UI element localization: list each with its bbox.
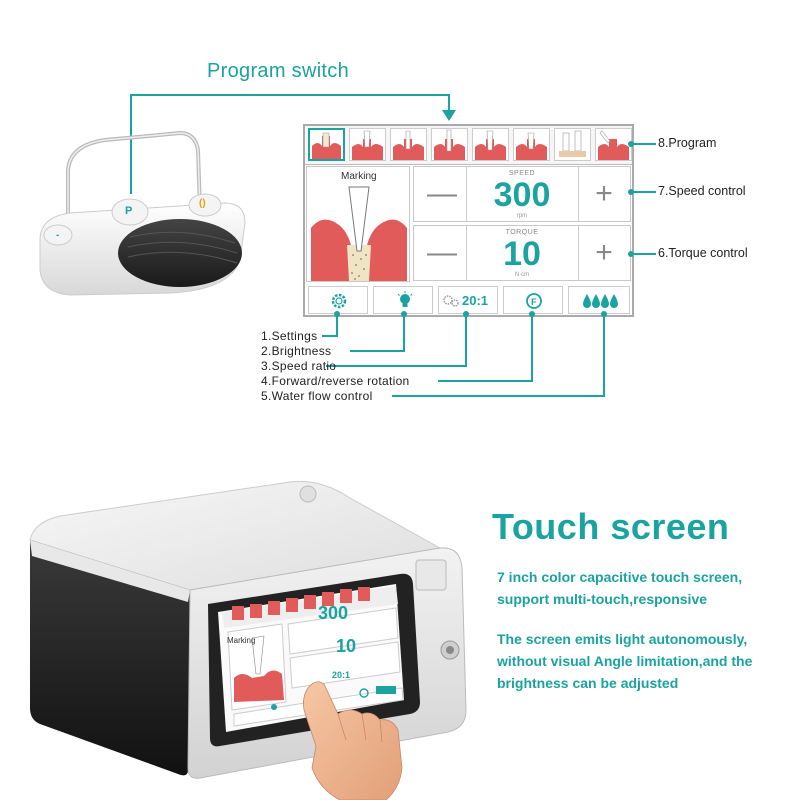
touch-screen-title: Touch screen [492,506,730,547]
device-speed-value: 300 [318,603,349,623]
callout-torque-control: 6.Torque control [658,246,748,260]
callout-line [634,191,656,193]
program-cell[interactable] [390,128,427,161]
legend-settings: 1.Settings [261,329,318,343]
speed-minus-button[interactable]: — [427,177,457,210]
rotation-button[interactable]: F [503,286,563,314]
legend-speed-ratio: 3.Speed ratio [261,359,337,373]
legend-rotation: 4.Forward/reverse rotation [261,374,410,388]
water-drops-icon [583,294,618,308]
speed-unit: rpm [516,213,528,219]
speed-label: SPEED [508,170,536,177]
arrow-down-icon [442,110,456,121]
callout-line [634,253,656,255]
program-cell[interactable] [513,128,550,161]
settings-button[interactable] [308,286,368,314]
implant-illustration [311,186,407,281]
connector-line [130,94,132,194]
speed-ratio-value: 20:1 [462,293,489,308]
speed-control: — SPEED 300 rpm + [413,166,631,222]
program-switch-title: Program switch [207,60,350,82]
torque-plus-button[interactable]: + [595,236,613,269]
pedal-right-key: () [199,198,206,209]
connector-line [448,94,450,114]
program-cell[interactable] [472,128,509,161]
torque-value: 10 [503,235,541,273]
touch-desc-2: The screen emits light autonomously, wit… [497,631,753,691]
legend-water-flow: 5.Water flow control [261,389,373,403]
torque-label: TORQUE [505,229,539,236]
device-torque-value: 10 [336,636,357,656]
callout-line [634,143,656,145]
device-speed-ratio: 20:1 [332,670,351,680]
gears-icon [443,295,459,307]
program-cell[interactable] [349,128,386,161]
connector-line [130,94,450,96]
pedal-left-key: - [56,230,60,241]
water-flow-button[interactable] [568,286,630,314]
callout-program: 8.Program [658,136,717,150]
program-cell[interactable] [595,128,632,161]
callout-dot [628,141,634,147]
rotation-icon: F [526,293,542,309]
callout-dot [628,189,634,195]
torque-control: — TORQUE 10 N·cm + [413,225,631,281]
pedal-program-key: P [125,205,133,217]
callout-speed-control: 7.Speed control [658,184,746,198]
touch-desc-1: 7 inch color capacitive touch screen, su… [497,569,743,607]
torque-minus-button[interactable]: — [427,236,457,269]
speed-value: 300 [493,176,551,214]
legend-brightness: 2.Brightness [261,344,332,358]
lightbulb-icon [397,291,413,307]
speed-ratio-button[interactable]: 20:1 [438,286,498,314]
speed-plus-button[interactable]: + [595,177,613,210]
device-panel-title: Marking [227,636,256,645]
foot-pedal [39,130,246,296]
gear-icon [331,293,347,309]
brightness-button[interactable] [373,286,433,314]
svg-text:F: F [531,297,537,307]
program-cell[interactable] [308,128,345,161]
callout-dot [628,251,634,257]
program-cell[interactable] [554,128,591,161]
program-strip [305,126,632,165]
device-illustration [29,480,467,800]
torque-unit: N·cm [514,272,530,278]
implant-panel: Marking [306,166,410,282]
panel-title: Marking [341,171,377,182]
program-cell[interactable] [431,128,468,161]
